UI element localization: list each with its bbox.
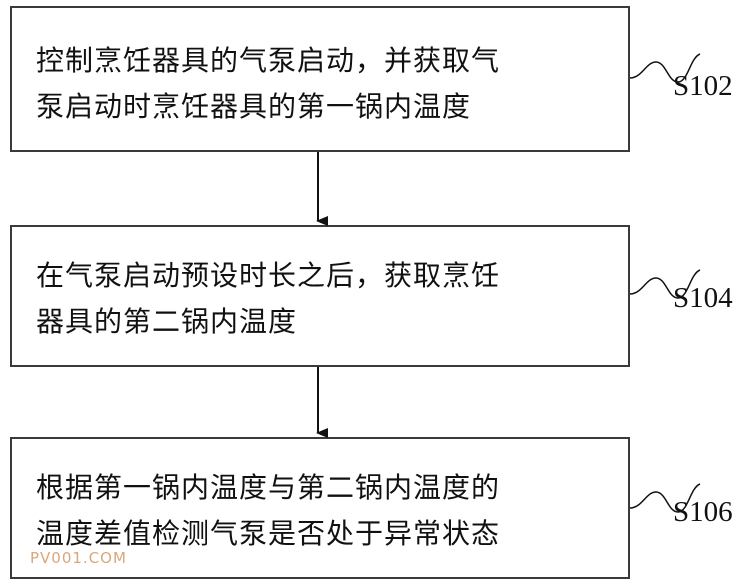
watermark: PV001.COM xyxy=(30,549,127,567)
step-label-s104: S104 xyxy=(673,282,733,314)
step-box-s102: 控制烹饪器具的气泵启动，并获取气 泵启动时烹饪器具的第一锅内温度 xyxy=(10,6,630,152)
step-box-s106: 根据第一锅内温度与第二锅内温度的 温度差值检测气泵是否处于异常状态 xyxy=(10,437,630,579)
step-label-s106: S106 xyxy=(673,496,733,528)
step-text-s102: 控制烹饪器具的气泵启动，并获取气 泵启动时烹饪器具的第一锅内温度 xyxy=(36,38,616,130)
step-text-line: 温度差值检测气泵是否处于异常状态 xyxy=(36,517,501,550)
step-text-line: 根据第一锅内温度与第二锅内温度的 xyxy=(36,471,501,504)
step-box-s104: 在气泵启动预设时长之后，获取烹饪 器具的第二锅内温度 xyxy=(10,225,630,367)
step-label-s102: S102 xyxy=(673,70,733,102)
step-text-line: 器具的第二锅内温度 xyxy=(36,305,298,338)
step-text-s106: 根据第一锅内温度与第二锅内温度的 温度差值检测气泵是否处于异常状态 xyxy=(36,465,616,557)
step-text-line: 在气泵启动预设时长之后，获取烹饪 xyxy=(36,259,501,292)
step-text-line: 泵启动时烹饪器具的第一锅内温度 xyxy=(36,90,472,123)
step-text-s104: 在气泵启动预设时长之后，获取烹饪 器具的第二锅内温度 xyxy=(36,253,616,345)
step-text-line: 控制烹饪器具的气泵启动，并获取气 xyxy=(36,44,501,77)
